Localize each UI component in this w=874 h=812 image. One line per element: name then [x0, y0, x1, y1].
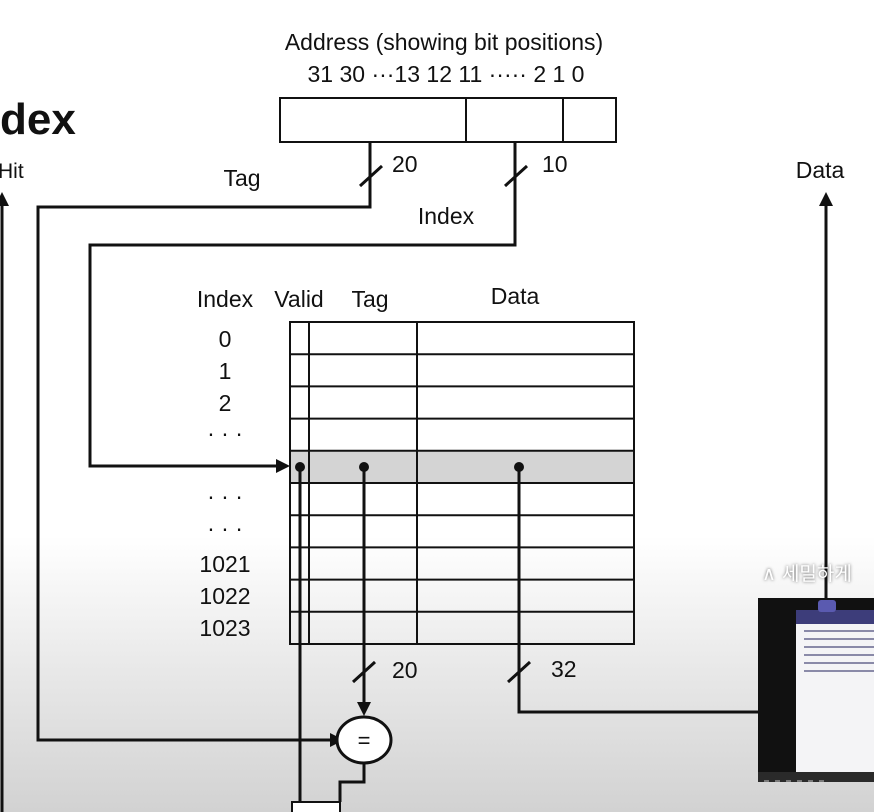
- tag-wire: [36, 142, 372, 742]
- row-label: · · ·: [207, 483, 243, 509]
- row-label: · · ·: [207, 515, 243, 541]
- taskbar-icon: [808, 780, 813, 782]
- selected-row-highlight: [290, 451, 634, 483]
- cache-table: [289, 321, 635, 645]
- col-header-data: Data: [491, 283, 540, 309]
- and-gate-partial: [291, 801, 341, 812]
- index-width-label: 10: [542, 151, 568, 177]
- taskbar-icon: [775, 780, 780, 782]
- index-width-slash: [503, 164, 529, 188]
- slide-title: dex: [0, 95, 76, 144]
- index-arrowhead: [276, 459, 290, 473]
- row-label: 1: [219, 358, 232, 384]
- video-thumbnail[interactable]: [758, 598, 874, 782]
- row-label: 1023: [199, 615, 250, 641]
- taskbar-icon: [797, 780, 802, 782]
- address-box: [279, 97, 617, 143]
- row-label: 0: [219, 326, 232, 352]
- thumbnail-line: [804, 662, 874, 664]
- hit-output-arrowhead: [0, 192, 9, 206]
- compare-width-slash: [351, 660, 377, 684]
- comparator-output-wire: [338, 763, 366, 802]
- address-bit-positions: 31 30 ···13 12 11 ····· 2 1 0: [308, 61, 585, 87]
- row-label: 2: [219, 390, 232, 416]
- col-header-valid: Valid: [274, 286, 323, 312]
- taskbar-icon: [819, 780, 824, 782]
- index-wire: [88, 142, 517, 468]
- data-output-label: Data: [796, 157, 845, 183]
- row-labels: 0 1 2 · · · · · · · · · 1021 1022 1023: [199, 326, 250, 641]
- tag-width-label: 20: [392, 151, 418, 177]
- hit-label: Hit: [0, 160, 24, 183]
- index-label: Index: [418, 203, 475, 229]
- row-label: 1021: [199, 551, 250, 577]
- thumbnail-line: [804, 670, 874, 672]
- address-title: Address (showing bit positions): [285, 29, 603, 55]
- address-register: [279, 97, 617, 143]
- row-dividers: [290, 353, 634, 613]
- data-width-label: 32: [551, 656, 577, 682]
- thumbnail-line: [804, 646, 874, 648]
- caption-toggle-chip[interactable]: ∧ 세밀하게: [762, 563, 852, 585]
- comparator-symbol: =: [358, 728, 371, 753]
- index-bus: [88, 142, 529, 468]
- thumbnail-line: [804, 654, 874, 656]
- thumbnail-title-bar: [796, 610, 874, 624]
- tag-label: Tag: [223, 165, 260, 191]
- thumbnail-line: [804, 630, 874, 632]
- col-header-index: Index: [197, 286, 254, 312]
- compare-width-label: 20: [392, 657, 418, 683]
- data-width-slash: [506, 660, 532, 684]
- thumbnail-logo-icon: [818, 600, 836, 612]
- taskbar-icon: [786, 780, 791, 782]
- tag-width-slash: [358, 164, 384, 188]
- stored-tag-arrowhead: [357, 702, 371, 716]
- col-header-tag: Tag: [351, 286, 388, 312]
- thumbnail-screen: [796, 610, 874, 772]
- taskbar-icon: [764, 780, 769, 782]
- row-label: 1022: [199, 583, 250, 609]
- thumbnail-line: [804, 638, 874, 640]
- thumbnail-taskbar: [758, 772, 874, 782]
- data-output-arrowhead: [819, 192, 833, 206]
- data-wire: [517, 467, 826, 714]
- tag-bus: [36, 142, 384, 742]
- row-label: · · ·: [207, 420, 243, 446]
